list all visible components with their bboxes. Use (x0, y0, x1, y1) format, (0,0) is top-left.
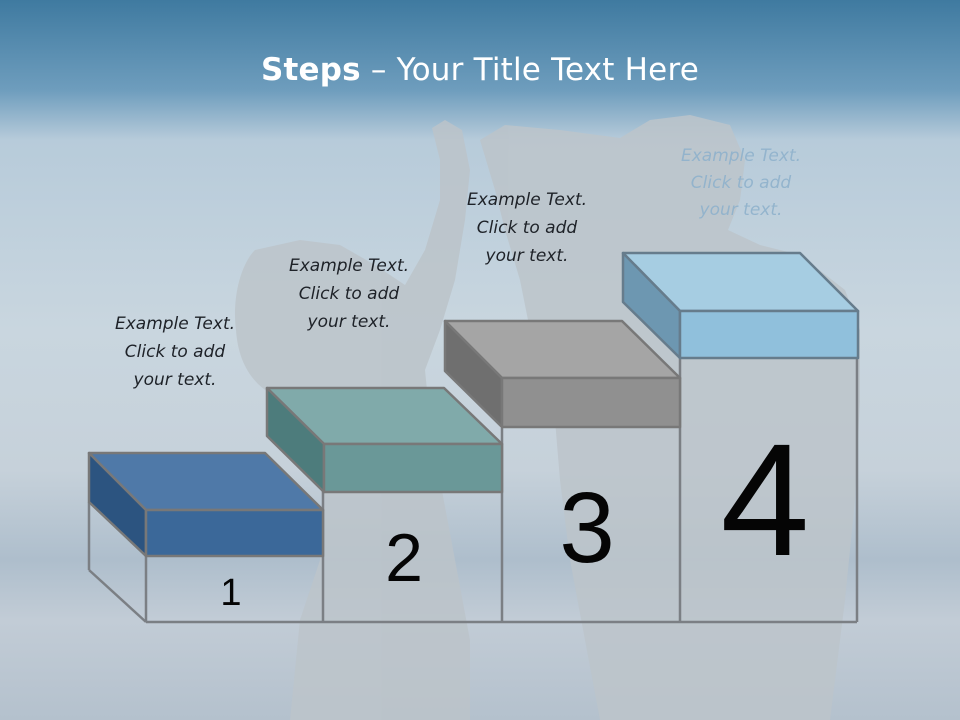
caption-line: your text. (485, 246, 569, 266)
step-1-caption[interactable]: Example Text. Click to add your text. (85, 310, 265, 394)
title-rest: – Your Title Text Here (360, 52, 699, 88)
caption-line: your text. (699, 200, 783, 220)
caption-line: Click to add (124, 342, 226, 362)
step-block-3[interactable] (443, 319, 682, 429)
caption-line: Click to add (476, 218, 578, 238)
step-number-4: 4 (720, 410, 810, 589)
step-block-2[interactable] (265, 386, 504, 494)
step-block-1[interactable] (87, 451, 325, 558)
caption-line: Click to add (298, 284, 400, 304)
step-number-2: 2 (385, 520, 423, 596)
step-3-caption[interactable]: Example Text. Click to add your text. (437, 186, 617, 270)
caption-line: Example Text. (680, 146, 802, 166)
step-number-3: 3 (559, 472, 615, 584)
step-block-4[interactable] (621, 251, 860, 360)
caption-line: Example Text. (288, 256, 410, 276)
slide-title[interactable]: Steps – Your Title Text Here (0, 52, 960, 88)
step-number-1: 1 (220, 572, 242, 614)
caption-line: Example Text. (114, 314, 236, 334)
step-4-caption[interactable]: Example Text. Click to add your text. (651, 143, 831, 224)
caption-line: Example Text. (466, 190, 588, 210)
caption-line: Click to add (690, 173, 792, 193)
title-bold: Steps (260, 52, 361, 88)
step-2-caption[interactable]: Example Text. Click to add your text. (259, 252, 439, 336)
caption-line: your text. (307, 312, 391, 332)
caption-line: your text. (133, 370, 217, 390)
